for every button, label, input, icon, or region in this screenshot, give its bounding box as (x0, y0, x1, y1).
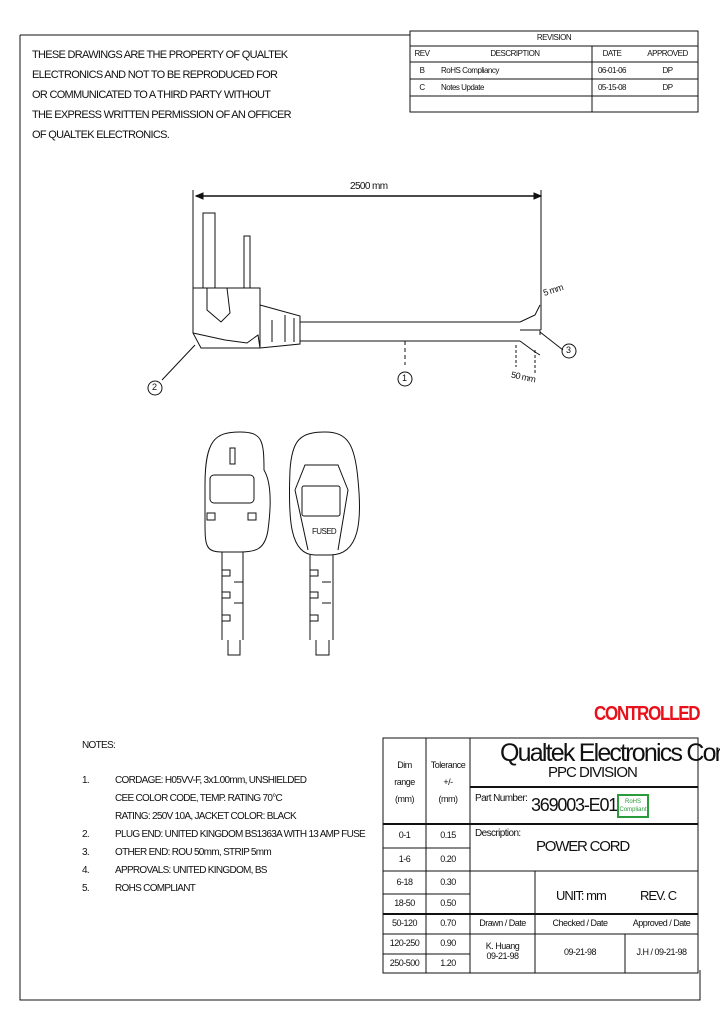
unit: UNIT: mm (556, 888, 607, 903)
fuse-label: FUSED (312, 527, 337, 536)
approved-label: Approved / Date (632, 918, 691, 928)
tolerance-value: 1.20 (440, 957, 456, 968)
checked-label: Checked / Date (552, 918, 608, 928)
revision-level: REV. C (640, 888, 677, 903)
title-block-grid (382, 737, 699, 974)
description: POWER CORD (536, 838, 630, 855)
dim-range: 18-50 (394, 898, 415, 908)
checked-value: 09-21-98 (563, 947, 597, 957)
dim-range: 6-18 (396, 876, 413, 887)
callout-3: 3 (566, 345, 571, 355)
plug-rear-view (288, 431, 360, 656)
company-name: Qualtek Electronics Corp. (500, 739, 720, 767)
dim-header: Dim range (mm) (394, 760, 415, 804)
drawn-value: K. Huang 09-21-98 (485, 941, 520, 961)
sheet-frame (19, 34, 701, 1001)
description-label: Description: (475, 828, 521, 839)
tolerance-value: 0.70 (440, 918, 456, 928)
plug-side-view (147, 190, 577, 396)
rohs-badge: RoHS Compliant (617, 794, 649, 818)
part-number-label: Part Number: (475, 793, 528, 804)
controlled-stamp: CONTROLLED (594, 703, 701, 725)
tolerance-value: 0.15 (440, 830, 456, 840)
tolerance-header: Tolerance +/- (mm) (430, 760, 466, 804)
length-dimension: 2500 mm (350, 181, 388, 192)
part-number: 369003-E01 (531, 795, 618, 815)
dim-range: 120-250 (389, 938, 420, 948)
property-notice: THESE DRAWINGS ARE THE PROPERTY OF QUALT… (32, 49, 292, 141)
drawn-label: Drawn / Date (479, 918, 526, 928)
callout-1: 1 (402, 373, 407, 383)
tolerance-value: 0.50 (440, 898, 456, 908)
dim-range: 1-6 (398, 853, 411, 864)
callout-2: 2 (152, 382, 157, 392)
dim-range: 250-500 (389, 957, 420, 968)
tolerance-value: 0.20 (440, 853, 456, 864)
dim-range: 50-120 (391, 918, 418, 928)
tolerance-value: 0.90 (440, 938, 456, 948)
approved-value: J.H / 09-21-98 (636, 947, 687, 957)
plug-front-view (204, 431, 271, 656)
division: PPC DIVISION (548, 764, 638, 781)
tolerance-value: 0.30 (440, 876, 456, 887)
dim-range: 0-1 (398, 830, 411, 840)
revision-table-grid (409, 30, 699, 113)
